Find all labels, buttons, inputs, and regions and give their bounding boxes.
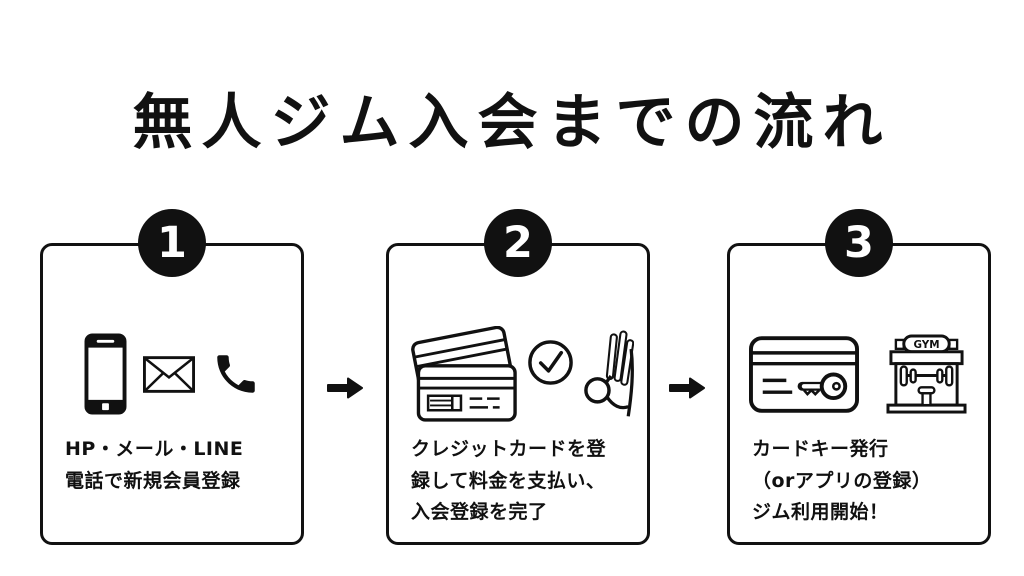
step-1-caption: HP・メール・LINE 電話で新規会員登録 [65, 438, 244, 492]
step-card-3: 3 [727, 209, 991, 545]
card-key-icon [748, 335, 859, 413]
step-number-badge: 2 [484, 209, 552, 277]
step-3-caption: カードキー発行 （orアプリの登録） ジム利用開始！ [752, 438, 932, 523]
step-number-badge: 3 [825, 209, 893, 277]
step-card-2: 2 [386, 209, 650, 545]
step-2-caption: クレジットカードを登 録して料金を支払い、 入会登録を完了 [411, 438, 607, 523]
smartphone-icon [84, 333, 127, 415]
step-2-icons [389, 322, 647, 426]
phone-handset-icon [211, 349, 261, 399]
step-3-icons: GYM [730, 322, 988, 426]
ok-hand-icon [583, 329, 634, 419]
credit-cards-icon [403, 325, 517, 423]
arrow-right-icon [669, 376, 705, 400]
step-card-1: 1 [40, 209, 304, 545]
page-title: 無人ジム入会までの流れ [132, 88, 892, 158]
gym-building-icon: GYM [883, 333, 970, 415]
arrow-right-icon [327, 376, 363, 400]
step-number-badge: 1 [138, 209, 206, 277]
svg-text:GYM: GYM [913, 338, 939, 350]
envelope-icon [142, 355, 195, 393]
step-1-icons [43, 322, 301, 426]
check-circle-icon [526, 338, 575, 387]
